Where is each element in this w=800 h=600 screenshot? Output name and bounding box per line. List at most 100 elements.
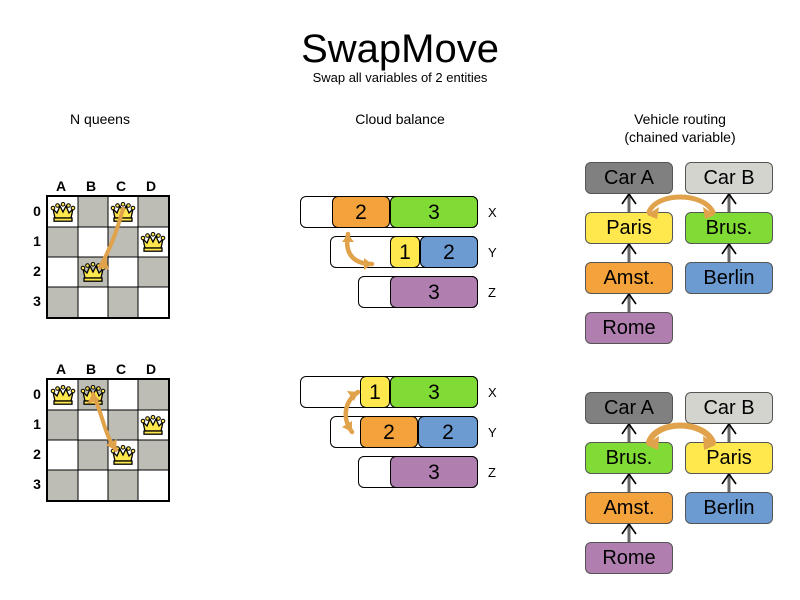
cloud-after-row-label-x: X: [488, 385, 497, 400]
cloud-after-panel: 1 3 X 2 2 Y 3 Z: [300, 376, 515, 491]
nqueens-before-row-label-0: 0: [33, 203, 41, 219]
board-cell-c2[interactable]: [108, 440, 138, 470]
nqueens-after-col-label-d: D: [145, 361, 157, 377]
vrp-before-vehicle-car-a[interactable]: Car A: [585, 162, 673, 194]
queen-icon: [80, 385, 106, 405]
nqueens-after-row-label-0: 0: [33, 386, 41, 402]
nqueens-after-row-label-2: 2: [33, 446, 41, 462]
board-cell-d2[interactable]: [138, 440, 168, 470]
nqueens-before-col-label-d: D: [145, 178, 157, 194]
cloud-after-row-x-seg-0[interactable]: 1: [360, 376, 390, 408]
page-title: SwapMove: [301, 27, 499, 71]
nqueens-after-col-label-c: C: [115, 361, 127, 377]
nqueens-after-row-label-1: 1: [33, 416, 41, 432]
board-cell-b3[interactable]: [78, 470, 108, 500]
cloud-before-row-label-z: Z: [488, 285, 496, 300]
board-cell-c2[interactable]: [108, 257, 138, 287]
queen-icon: [140, 232, 166, 252]
cloud-after-row-y-seg-0[interactable]: 2: [360, 416, 418, 448]
board-cell-d1[interactable]: [138, 410, 168, 440]
nqueens-after-row-label-3: 3: [33, 476, 41, 492]
nqueens-before-col-label-b: B: [85, 178, 97, 194]
board-row: [48, 287, 168, 317]
board-cell-a2[interactable]: [48, 257, 78, 287]
board-cell-b2[interactable]: [78, 440, 108, 470]
board-cell-b1[interactable]: [78, 410, 108, 440]
queen-icon: [110, 445, 136, 465]
queen-icon: [50, 202, 76, 222]
board-cell-a1[interactable]: [48, 410, 78, 440]
board-cell-c1[interactable]: [108, 410, 138, 440]
board-row: [48, 227, 168, 257]
board-cell-a1[interactable]: [48, 227, 78, 257]
board-cell-b3[interactable]: [78, 287, 108, 317]
cloud-before-row-x-seg-1[interactable]: 3: [390, 196, 478, 228]
board-row: [48, 440, 168, 470]
vrp-before-stop-rome[interactable]: Rome: [585, 312, 673, 344]
nqueens-after-board[interactable]: [46, 378, 170, 502]
board-cell-a0[interactable]: [48, 380, 78, 410]
board-row: [48, 470, 168, 500]
board-cell-b0[interactable]: [78, 380, 108, 410]
vrp-before-stop-brussels[interactable]: Brus.: [685, 212, 773, 244]
cloud-after-row-x-seg-1[interactable]: 3: [390, 376, 478, 408]
board-cell-c3[interactable]: [108, 287, 138, 317]
nqueens-after-col-label-b: B: [85, 361, 97, 377]
nqueens-before-col-label-c: C: [115, 178, 127, 194]
vrp-after-stop-paris[interactable]: Paris: [685, 442, 773, 474]
cloud-before-row-y-seg-1[interactable]: 2: [420, 236, 478, 268]
board-cell-a3[interactable]: [48, 287, 78, 317]
section-title-vehicle-routing-line1: Vehicle routing: [634, 111, 726, 127]
vrp-before-vehicle-car-b[interactable]: Car B: [685, 162, 773, 194]
board-row: [48, 257, 168, 287]
board-cell-d2[interactable]: [138, 257, 168, 287]
nqueens-before-board[interactable]: [46, 195, 170, 319]
nqueens-before-row-label-3: 3: [33, 293, 41, 309]
board-cell-d0[interactable]: [138, 197, 168, 227]
board-row: [48, 410, 168, 440]
vrp-after-stop-berlin[interactable]: Berlin: [685, 492, 773, 524]
vrp-before-panel: Car A Car B Paris Brus. Amst. Berlin Rom…: [585, 158, 775, 344]
board-cell-d1[interactable]: [138, 227, 168, 257]
board-cell-b0[interactable]: [78, 197, 108, 227]
nqueens-after-col-label-a: A: [55, 361, 67, 377]
board-cell-d3[interactable]: [138, 287, 168, 317]
vrp-before-stop-berlin[interactable]: Berlin: [685, 262, 773, 294]
vrp-after-stop-brussels[interactable]: Brus.: [585, 442, 673, 474]
queen-icon: [140, 415, 166, 435]
section-title-nqueens: N queens: [70, 111, 130, 127]
board-cell-c0[interactable]: [108, 380, 138, 410]
cloud-after-row-y-seg-1[interactable]: 2: [418, 416, 478, 448]
vrp-after-panel: Car A Car B Brus. Paris Amst. Berlin Rom…: [585, 388, 775, 574]
cloud-after-row-z-seg-0[interactable]: 3: [390, 456, 478, 488]
cloud-before-row-z-seg-0[interactable]: 3: [390, 276, 478, 308]
cloud-before-row-x-seg-0[interactable]: 2: [332, 196, 390, 228]
cloud-after-row-label-y: Y: [488, 425, 497, 440]
queen-icon: [110, 202, 136, 222]
board-cell-c1[interactable]: [108, 227, 138, 257]
vrp-before-stop-paris[interactable]: Paris: [585, 212, 673, 244]
board-cell-b1[interactable]: [78, 227, 108, 257]
board-cell-d3[interactable]: [138, 470, 168, 500]
board-cell-c3[interactable]: [108, 470, 138, 500]
nqueens-before-row-label-2: 2: [33, 263, 41, 279]
queen-icon: [50, 385, 76, 405]
cloud-before-row-y-seg-0[interactable]: 1: [390, 236, 420, 268]
section-title-vehicle-routing-line2: (chained variable): [624, 129, 736, 145]
vrp-after-stop-rome[interactable]: Rome: [585, 542, 673, 574]
board-cell-a3[interactable]: [48, 470, 78, 500]
board-cell-a0[interactable]: [48, 197, 78, 227]
section-title-cloud-balance: Cloud balance: [355, 111, 445, 127]
vrp-after-vehicle-car-b[interactable]: Car B: [685, 392, 773, 424]
board-row: [48, 197, 168, 227]
nqueens-before-row-label-1: 1: [33, 233, 41, 249]
board-cell-a2[interactable]: [48, 440, 78, 470]
board-cell-c0[interactable]: [108, 197, 138, 227]
cloud-before-row-label-y: Y: [488, 245, 497, 260]
board-cell-d0[interactable]: [138, 380, 168, 410]
vrp-after-vehicle-car-a[interactable]: Car A: [585, 392, 673, 424]
vrp-after-stop-amsterdam[interactable]: Amst.: [585, 492, 673, 524]
cloud-before-panel: 2 3 X 1 2 Y 3 Z: [300, 196, 515, 311]
vrp-before-stop-amsterdam[interactable]: Amst.: [585, 262, 673, 294]
board-cell-b2[interactable]: [78, 257, 108, 287]
